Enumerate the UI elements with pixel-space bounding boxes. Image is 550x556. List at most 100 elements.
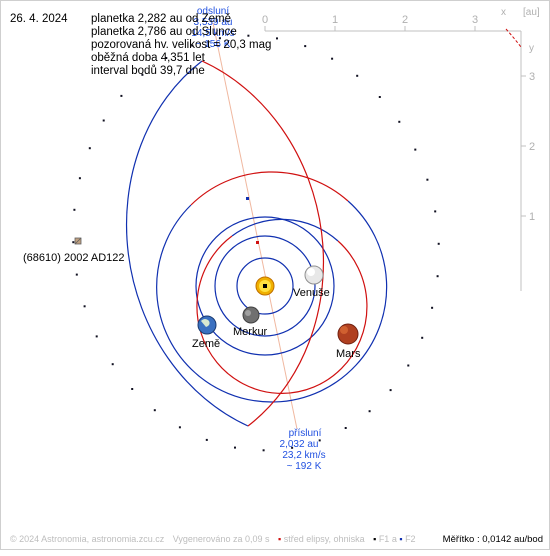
earth-label: Země <box>192 338 220 350</box>
perihelion-distance: 2,032 au <box>280 439 319 450</box>
orbit-point <box>95 335 98 338</box>
orbit-point <box>153 409 156 412</box>
orbit-point <box>276 37 278 40</box>
aphelion-speed: 14,5 km/s <box>191 28 234 39</box>
info-period: oběžná doba 4,351 let <box>91 52 205 64</box>
orbit-point <box>120 94 123 97</box>
venus-orbit <box>214 235 316 337</box>
orbit-point <box>78 177 81 180</box>
y-axis-label: y <box>529 43 534 54</box>
orbit-point <box>178 426 181 429</box>
x-tick-1: 1 <box>332 14 338 26</box>
footer-copyright: © 2024 Astronomia, astronomia.zcu.cz <box>10 534 165 544</box>
orbit-point <box>141 73 144 76</box>
orbit-point <box>436 275 439 278</box>
mars-label: Mars <box>336 348 361 360</box>
ellipse-center-marker <box>256 241 259 244</box>
orbit-point <box>73 208 76 211</box>
orbit-point <box>368 410 371 413</box>
mars-orbit-red <box>196 235 368 394</box>
aphelion-annotation: odsluní 3,539 au 14,5 km/s ~ 156 K <box>191 6 234 50</box>
orbit-point <box>191 44 194 47</box>
orbit-point <box>331 57 334 60</box>
orbit-point <box>102 119 105 122</box>
orbit-point <box>131 388 134 390</box>
orbit-point <box>72 241 75 244</box>
orbit-point <box>431 306 434 309</box>
info-panel: planetka 2,282 au od Země planetka 2,786… <box>91 13 271 78</box>
aphelion-title: odsluní <box>197 6 229 17</box>
earth-orbit <box>195 216 335 356</box>
x-tick-2: 2 <box>402 14 408 26</box>
perihelion-speed: 23,2 km/s <box>282 450 325 461</box>
orbit-point <box>205 438 208 441</box>
venus-planet <box>304 265 324 285</box>
x-axis-label: x <box>501 7 506 18</box>
perihelion-title: přísluní <box>289 428 322 439</box>
mercury-planet <box>242 306 260 324</box>
info-interval: interval bodů 39,7 dne <box>91 65 205 77</box>
earth-planet <box>197 315 217 335</box>
perihelion-annotation: přísluní 2,032 au 23,2 km/s ~ 192 K <box>280 428 326 472</box>
y-tick-2: 2 <box>529 141 535 153</box>
unit-label: [au] <box>523 7 540 18</box>
orbit-point <box>88 147 91 150</box>
orbit-point <box>262 449 265 452</box>
mercury-orbit <box>236 257 294 315</box>
sun <box>255 276 275 296</box>
y-tick-3: 3 <box>529 71 535 83</box>
legend-foci: ▪ F1 a ▪ F2 <box>373 534 416 544</box>
orbit-point <box>437 242 440 245</box>
orbit-point <box>247 34 250 37</box>
orbit-point <box>398 120 401 123</box>
apsidal-line <box>212 22 298 430</box>
info-magnitude: pozorovaná hv. velikost = 20,3 mag <box>91 39 272 51</box>
aphelion-temperature: ~ 156 K <box>196 39 231 50</box>
info-earth-distance: planetka 2,282 au od Země <box>91 13 232 25</box>
date-label: 26. 4. 2024 <box>10 13 68 25</box>
planet-orbits <box>156 171 388 403</box>
orbit-point <box>434 210 437 213</box>
outer-orbit-fragment <box>505 28 522 48</box>
aphelion-distance: 3,539 au <box>194 17 233 28</box>
asteroid-orbit <box>72 34 440 452</box>
footer: © 2024 Astronomia, astronomia.zcu.cz Vyg… <box>10 534 422 544</box>
mars-planet <box>337 323 359 345</box>
orbit-point <box>318 439 321 442</box>
focus-marker <box>246 197 249 200</box>
outer-orbit-red <box>190 171 349 206</box>
footer-generated: Vygenerováno za 0,09 s <box>172 534 270 544</box>
perihelion-temperature: ~ 192 K <box>287 461 322 472</box>
orbit-point <box>426 178 429 181</box>
mercury-label: Merkur <box>233 326 268 338</box>
mars-orbit-blue <box>231 218 339 242</box>
orbit-point <box>75 273 78 276</box>
orbit-point <box>407 364 410 367</box>
orbit-point <box>291 446 294 449</box>
orbit-point <box>83 305 86 308</box>
outer-orbit-blue <box>156 200 388 403</box>
asteroid-orbit-red <box>201 60 324 427</box>
orbit-point <box>421 336 424 339</box>
legend-center: ▪ střed elipsy, ohniska <box>277 534 365 544</box>
x-tick-3: 3 <box>472 14 478 26</box>
orbit-point <box>218 37 221 40</box>
orbit-point <box>378 96 381 98</box>
x-tick-0: 0 <box>262 14 268 26</box>
y-tick-1: 1 <box>529 211 535 223</box>
axes: 0 1 2 3 1 2 3 x y [au] <box>262 7 540 291</box>
orbit-point <box>344 427 347 429</box>
scale-label: Měřítko : 0,0142 au/bod <box>442 534 543 545</box>
orbit-point <box>356 74 359 77</box>
info-sun-distance: planetka 2,786 au od Slunce <box>91 26 237 38</box>
venus-label: Venuše <box>293 287 330 299</box>
asteroid-icon <box>74 237 82 245</box>
orbit-point <box>389 389 392 392</box>
orbit-point <box>165 57 168 59</box>
asteroid-orbit-blue <box>126 60 249 427</box>
orbit-point <box>234 446 236 449</box>
orbit-point <box>304 45 307 48</box>
orbit-dots <box>72 34 440 452</box>
